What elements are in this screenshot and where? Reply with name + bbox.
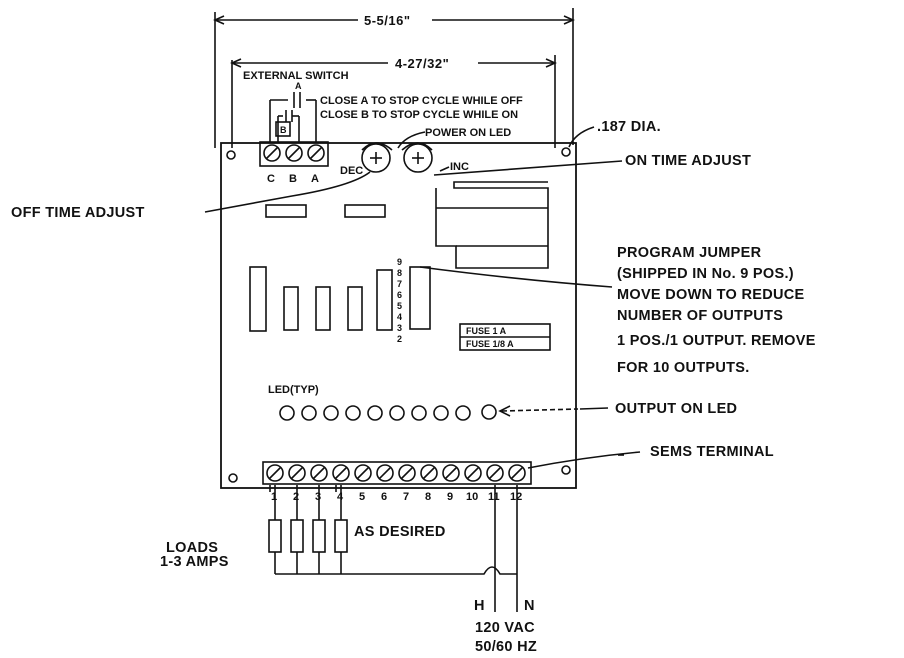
power-wiring [494, 485, 518, 612]
terminal-num-7: 7 [403, 491, 409, 503]
overall-width-dim: 5-5/16" [364, 13, 411, 28]
off-time-adjust-label: OFF TIME ADJUST [11, 205, 145, 221]
output-leds [279, 404, 497, 421]
terminal-num-9: 9 [447, 491, 453, 503]
external-switch-title: EXTERNAL SWITCH [243, 70, 349, 82]
output-on-led-label: OUTPUT ON LED [615, 401, 737, 417]
power-on-led-label: POWER ON LED [425, 127, 511, 139]
jumper-pos-9: 9 [397, 257, 402, 267]
terminal-num-2: 2 [293, 491, 299, 503]
jumper-note-6: FOR 10 OUTPUTS. [617, 360, 750, 376]
terminal-label-b: B [289, 173, 297, 185]
terminal-label-c: C [267, 173, 275, 185]
terminal-num-12: 12 [510, 491, 522, 503]
terminal-bracket [269, 485, 337, 492]
terminal-label-a: A [311, 173, 319, 185]
jumper-pos-4: 4 [397, 312, 402, 322]
as-desired-label: AS DESIRED [354, 524, 446, 540]
jumper-pos-2: 2 [397, 334, 402, 344]
dimension-lines [213, 8, 575, 148]
terminal-num-5: 5 [359, 491, 365, 503]
neutral-label: N [524, 598, 535, 614]
external-switch-symbol [269, 92, 317, 142]
jumper-pos-6: 6 [397, 290, 402, 300]
top-terminal-block [259, 141, 329, 167]
jumper-pos-5: 5 [397, 301, 402, 311]
hot-label: H [474, 598, 485, 614]
fuse-2-label: FUSE 1/8 A [466, 339, 514, 349]
terminal-num-8: 8 [425, 491, 431, 503]
terminal-num-3: 3 [315, 491, 321, 503]
jumper-pos-7: 7 [397, 279, 402, 289]
inner-width-dim: 4-27/32" [395, 56, 449, 71]
mounting-hole-top-right [561, 147, 571, 157]
on-time-adjust-label: ON TIME ADJUST [625, 153, 751, 169]
mounting-hole-top-left [226, 150, 236, 160]
jumper-note-2: (SHIPPED IN No. 9 POS.) [617, 266, 794, 282]
terminal-num-1: 1 [271, 491, 277, 503]
inc-label: INC [450, 161, 469, 173]
loads-amps-label: 1-3 AMPS [160, 554, 229, 570]
jumper-pos-8: 8 [397, 268, 402, 278]
jumper-note-4: NUMBER OF OUTPUTS [617, 308, 783, 324]
board-components [249, 181, 549, 332]
terminal-num-11: 11 [488, 491, 500, 503]
on-time-potentiometer [401, 142, 433, 173]
hole-diameter-label: .187 DIA. [597, 119, 661, 135]
sems-terminal-block [262, 461, 532, 485]
fuse-1-label: FUSE 1 A [466, 326, 507, 336]
loads-label: LOADS [166, 540, 218, 556]
off-time-potentiometer [361, 142, 393, 173]
switch-note-b: CLOSE B TO STOP CYCLE WHILE ON [320, 109, 518, 121]
jumper-note-1: PROGRAM JUMPER [617, 245, 762, 261]
mounting-hole-bottom-left [228, 473, 238, 483]
jumper-note-5: 1 POS./1 OUTPUT. REMOVE [617, 333, 816, 349]
jumper-note-3: MOVE DOWN TO REDUCE [617, 287, 805, 303]
terminal-num-6: 6 [381, 491, 387, 503]
circuit-board [220, 142, 577, 489]
load-wiring [268, 485, 517, 575]
terminal-num-10: 10 [466, 491, 478, 503]
fuse-block [459, 323, 551, 351]
contact-b-label: B [280, 125, 287, 135]
voltage-label: 120 VAC [475, 620, 535, 636]
sems-terminal-label: SEMS TERMINAL [650, 444, 774, 460]
dec-label: DEC [340, 165, 363, 177]
mounting-hole-bottom-right [561, 465, 571, 475]
frequency-label: 50/60 HZ [475, 639, 537, 655]
jumper-pos-3: 3 [397, 323, 402, 333]
switch-note-a: CLOSE A TO STOP CYCLE WHILE OFF [320, 95, 523, 107]
contact-a-label: A [295, 81, 302, 91]
led-typ-label: LED(TYP) [268, 384, 319, 396]
